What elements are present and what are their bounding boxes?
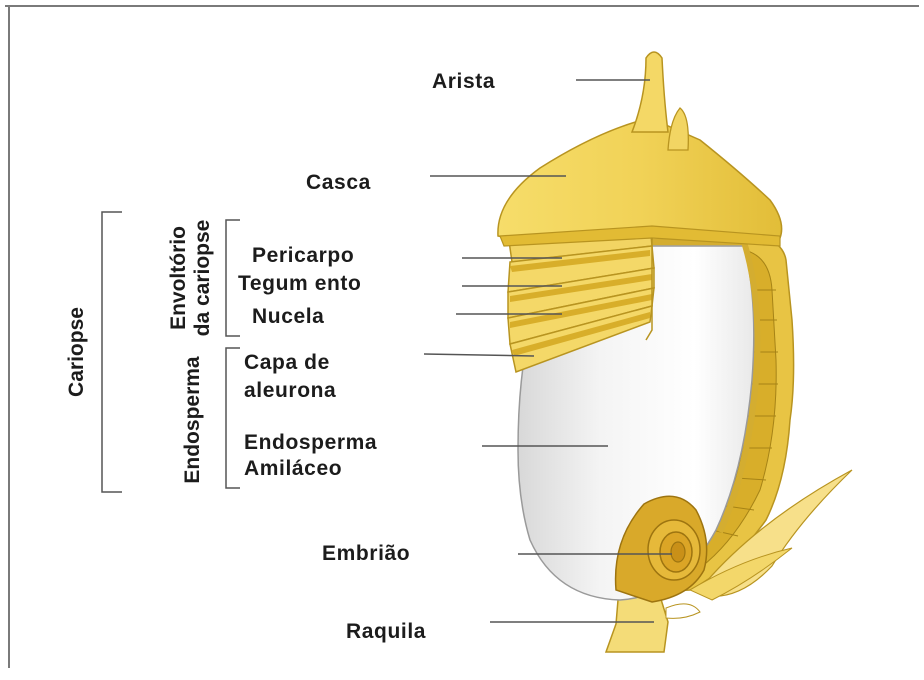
group-envoltorio-line1: Envoltório [167,220,191,337]
label-capa-2: aleurona [244,378,336,404]
husk-dome [498,118,782,238]
label-nucela: Nucela [252,304,324,330]
group-envoltorio-line2: da cariopse [191,220,215,337]
label-capa-1: Capa de [244,350,330,376]
label-pericarpo: Pericarpo [252,243,354,269]
label-embriao: Embrião [322,541,410,567]
label-endosperma-1: Endosperma [244,430,377,456]
label-endosperma-2: Amiláceo [244,456,342,482]
label-casca: Casca [306,170,371,196]
label-tegumento: Tegum ento [238,271,361,297]
group-envoltorio: Envoltório da cariopse [167,220,215,337]
embryo-ring-3 [671,542,685,562]
bracket-cariopse [102,212,122,492]
label-raquila: Raquila [346,619,426,645]
group-cariopse: Cariopse [65,307,89,397]
rachilla-slit [666,604,700,619]
awn-spike [632,52,668,132]
group-endosperma: Endosperma [181,356,205,483]
bracket-endosperma [226,348,240,488]
inner-spike [668,108,688,150]
label-arista: Arista [432,69,495,95]
